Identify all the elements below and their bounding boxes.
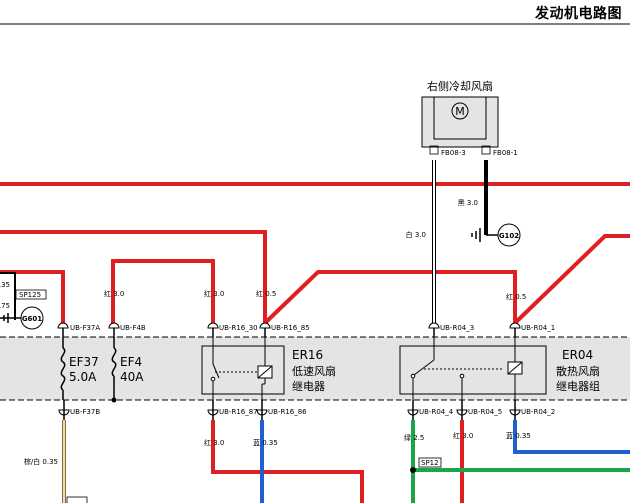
fuse-ef37-symbol bbox=[60, 347, 66, 391]
bottom-connector-stub bbox=[66, 496, 88, 503]
left-ground-symbol bbox=[3, 313, 9, 323]
left-wire-top: 黑 0.35 bbox=[0, 281, 10, 289]
fan-ground-symbol bbox=[471, 228, 481, 242]
pin-ub-r04-1: UB-R04_1 bbox=[521, 324, 555, 332]
fuse-ef37-rating: 5.0A bbox=[69, 370, 97, 384]
wire-red-0.5-left bbox=[263, 270, 517, 325]
relay-er16-name-1: 低速风扇 bbox=[292, 364, 336, 378]
wire-label-er04-b3: 蓝 0.35 bbox=[506, 431, 531, 440]
fan-pin-left-box bbox=[429, 145, 439, 155]
wire-blue-er04-2 bbox=[513, 420, 630, 454]
motor-symbol-text: M bbox=[455, 105, 465, 118]
pin-ub-r16-85: UB-R16_85 bbox=[271, 324, 310, 332]
relay-er16-name-2: 继电器 bbox=[292, 380, 325, 393]
pin-ub-r04-3: UB-R04_3 bbox=[440, 324, 474, 332]
wire-red-ef4-er16 bbox=[111, 259, 215, 323]
wire-label-ef37-bottom: 棕/白 0.35 bbox=[24, 457, 58, 466]
pin-ub-r04-2: UB-R04_2 bbox=[521, 408, 555, 416]
relay-er04-id: ER04 bbox=[562, 348, 593, 362]
splice-sp125-label: SP125 bbox=[19, 291, 41, 299]
wire-red-bus-2 bbox=[0, 230, 267, 323]
ground-g601-label: G601 bbox=[22, 315, 42, 323]
pin-ub-r16-87: UB-R16_87 bbox=[219, 408, 258, 416]
left-wire-bottom: 黑 0.75 bbox=[0, 302, 10, 310]
wire-red-0.5-right bbox=[513, 234, 630, 325]
fuse-ef37-id: EF37 bbox=[69, 355, 99, 369]
pin-ub-f37b: UB-F37B bbox=[70, 408, 100, 416]
splice-sp12-box bbox=[418, 457, 442, 468]
motor-symbol bbox=[451, 102, 469, 120]
fan-wire-right: 黑 3.0 bbox=[458, 199, 478, 207]
ground-g102-circle bbox=[497, 223, 521, 247]
pin-ub-r16-86: UB-R16_86 bbox=[268, 408, 307, 416]
wire-label-er16-br: 蓝 0.35 bbox=[253, 438, 278, 447]
wire-label-er16-tr: 红 0.5 bbox=[256, 289, 276, 298]
fuse-ef4-symbol bbox=[111, 347, 117, 377]
wire-label-er04-t2: 红 0.5 bbox=[506, 292, 526, 301]
pin-stubs bbox=[62, 328, 516, 420]
wire-red-ef37 bbox=[0, 270, 65, 323]
splice-sp125-box bbox=[15, 289, 47, 300]
relay-er16-internals bbox=[210, 337, 273, 400]
fuse-ef4-rating: 40A bbox=[120, 370, 144, 384]
splice-sp12-label: SP12 bbox=[421, 459, 439, 467]
pin-ub-r04-4: UB-R04_4 bbox=[419, 408, 454, 416]
relay-er04-name-2: 继电器组 bbox=[556, 379, 600, 393]
fan-name: 右侧冷却风扇 bbox=[427, 79, 493, 93]
splice-sp12-dot bbox=[410, 467, 416, 473]
fan-pin-left: FB08-3 bbox=[441, 149, 466, 157]
relay-er16-id: ER16 bbox=[292, 348, 323, 362]
ground-g601-circle bbox=[20, 306, 44, 330]
fuse-ef4-id: EF4 bbox=[120, 355, 142, 369]
fan-inner-wires bbox=[433, 96, 487, 140]
pin-ub-r16-30: UB-R16_30 bbox=[219, 324, 258, 332]
fan-pin-right-box bbox=[481, 145, 491, 155]
fan-pin-right: FB08-1 bbox=[493, 149, 518, 157]
wire-label-er16-bl: 红 3.0 bbox=[204, 438, 224, 447]
ground-g102-label: G102 bbox=[499, 232, 519, 240]
pin-ub-f37a: UB-F37A bbox=[70, 324, 100, 332]
relay-er04-name-1: 散热风扇 bbox=[556, 364, 600, 378]
wire-red-er16-87 bbox=[211, 420, 364, 503]
relay-er04-internals bbox=[410, 337, 523, 400]
fan-wire-left: 白 3.0 bbox=[406, 230, 426, 239]
wire-label-er04-b1: 绿 2.5 bbox=[404, 433, 424, 442]
wire-label-ef4-top: 红 3.0 bbox=[104, 289, 124, 298]
page-title: 发动机电路图 bbox=[535, 6, 622, 22]
pin-ub-f4b: UB-F4B bbox=[120, 324, 146, 332]
wire-label-er04-b2: 红 3.0 bbox=[453, 431, 473, 440]
other-wires bbox=[0, 160, 630, 503]
red-wires bbox=[0, 182, 630, 503]
pin-ub-r04-5: UB-R04_5 bbox=[468, 408, 502, 416]
relay-er04-box bbox=[399, 345, 547, 395]
wire-label-er16-tl: 红 3.0 bbox=[204, 289, 224, 298]
